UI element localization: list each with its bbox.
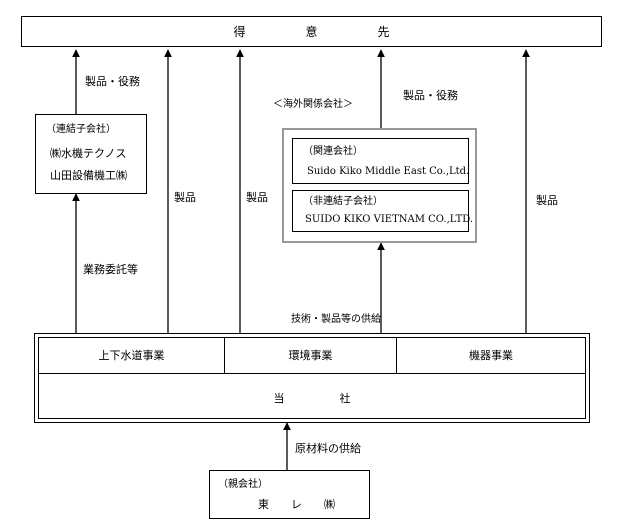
nonconsolidated-heading: （非連結子会社） <box>303 196 383 207</box>
overseas-title: ＜海外関係会社＞ <box>273 99 353 110</box>
label-outsourcing: 業務委託等 <box>83 263 138 276</box>
segment-equipment: 機器事業 <box>397 338 585 373</box>
customer-label: 得 意 先 <box>233 25 390 39</box>
label-products-2: 製品 <box>246 191 268 204</box>
nonconsolidated-box: （非連結子会社） SUIDO KIKO VIETNAM CO.,LTD. <box>292 190 473 232</box>
company-box: 上下水道事業 環境事業 機器事業 当 社 <box>34 333 590 423</box>
company-inner-box: 上下水道事業 環境事業 機器事業 当 社 <box>38 337 586 419</box>
label-products-3: 製品 <box>536 194 558 207</box>
segment-water: 上下水道事業 <box>39 338 225 373</box>
segment-equipment-label: 機器事業 <box>469 349 513 362</box>
nonconsolidated-name: SUIDO KIKO VIETNAM CO.,LTD. <box>305 214 474 225</box>
label-products-services-left: 製品・役務 <box>85 75 140 88</box>
parent-heading: （親会社） <box>218 479 268 490</box>
company-self-label: 当 社 <box>273 392 351 405</box>
affiliate-box: （関連会社） Suido Kiko Middle East Co.,Ltd. <box>292 138 469 184</box>
label-products-1: 製品 <box>174 191 196 204</box>
parent-name: 東 レ ㈱ <box>258 498 335 511</box>
subsidiary-line1: ㈱水機テクノス <box>50 147 127 160</box>
subsidiary-line2: 山田設備機工㈱ <box>50 169 127 182</box>
parent-box: （親会社） 東 レ ㈱ <box>209 470 370 519</box>
segment-env-label: 環境事業 <box>288 349 333 362</box>
overseas-group-box: （関連会社） Suido Kiko Middle East Co.,Ltd. （… <box>282 128 477 243</box>
label-raw-supply: 原材料の供給 <box>295 442 361 455</box>
segment-env: 環境事業 <box>225 338 397 373</box>
segment-water-label: 上下水道事業 <box>98 349 165 362</box>
label-tech-supply: 技術・製品等の供給 <box>291 314 381 325</box>
segment-row: 上下水道事業 環境事業 機器事業 <box>39 338 585 374</box>
subsidiary-heading: （連結子会社） <box>46 124 116 135</box>
subsidiary-box: （連結子会社） ㈱水機テクノス 山田設備機工㈱ <box>35 114 147 194</box>
affiliate-heading: （関連会社） <box>303 146 363 157</box>
customer-box: 得 意 先 <box>21 16 602 47</box>
affiliate-name: Suido Kiko Middle East Co.,Ltd. <box>307 166 470 177</box>
label-products-services-right: 製品・役務 <box>403 89 458 102</box>
